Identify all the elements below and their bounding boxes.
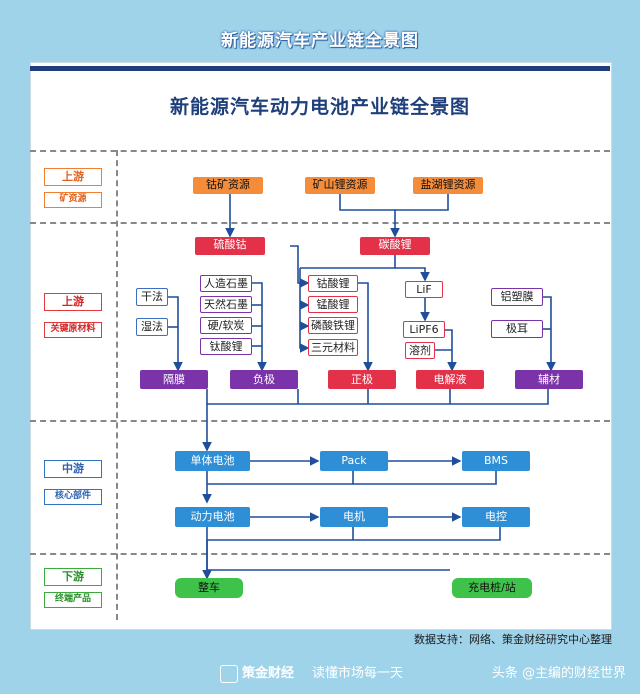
header-bar xyxy=(30,66,610,71)
node-solvent: 溶剂 xyxy=(405,342,435,359)
node-cathode: 正极 xyxy=(328,370,396,389)
divider-components xyxy=(30,553,610,555)
stage-sub-end-products: 终端产品 xyxy=(44,592,102,608)
divider-materials xyxy=(30,420,610,422)
footer-slogan: 读懂市场每一天 xyxy=(312,666,404,681)
footer-brand-text: 策金财经 xyxy=(242,666,295,681)
node-lithium-manganese-oxide: 锰酸锂 xyxy=(308,296,358,313)
node-power-battery: 动力电池 xyxy=(175,507,250,527)
stage-sub-mineral: 矿资源 xyxy=(44,192,102,208)
node-electrolyte: 电解液 xyxy=(416,370,484,389)
node-cobalt-sulfate: 硫酸钴 xyxy=(195,237,265,255)
footer-author: 头条 @主编的财经世界 xyxy=(491,666,626,681)
node-aluminum-plastic-film: 铝塑膜 xyxy=(491,288,543,306)
node-lithium-carbonate: 碳酸锂 xyxy=(360,237,430,255)
source-note: 数据支持：网络、策金财经研究中心整理 xyxy=(414,633,612,646)
footer-brand: 策金财经 xyxy=(220,662,294,683)
stage-label-upstream-2: 上游 xyxy=(44,293,102,311)
node-bms: BMS xyxy=(462,451,530,471)
node-anode: 负极 xyxy=(230,370,298,389)
node-natural-graphite: 天然石墨 xyxy=(200,296,252,313)
stage-sub-core-parts: 核心部件 xyxy=(44,489,102,505)
page-title: 新能源汽车产业链全景图 xyxy=(221,31,419,51)
node-auxiliary: 辅材 xyxy=(515,370,583,389)
brand-logo-icon xyxy=(220,664,238,683)
node-charging-station: 充电桩/站 xyxy=(452,578,532,598)
stage-label-midstream: 中游 xyxy=(44,460,102,478)
node-motor: 电机 xyxy=(320,507,388,527)
divider-resources xyxy=(30,222,610,224)
node-lithium-titanate-anode: 钛酸锂 xyxy=(200,338,252,355)
stage-label-upstream-1: 上游 xyxy=(44,168,102,186)
node-separator: 隔膜 xyxy=(140,370,208,389)
node-ternary-material: 三元材料 xyxy=(308,339,358,356)
diagram-title: 新能源汽车动力电池产业链全景图 xyxy=(169,96,470,118)
divider-vertical xyxy=(116,150,118,620)
node-salt-lake-lithium: 盐湖锂资源 xyxy=(413,177,483,194)
node-cobalt-resources: 钴矿资源 xyxy=(193,177,263,194)
node-hard-soft-carbon: 硬/软炭 xyxy=(200,317,252,334)
node-mine-lithium: 矿山锂资源 xyxy=(305,177,375,194)
node-lipf6: LiPF6 xyxy=(403,321,445,338)
node-artificial-graphite: 人造石墨 xyxy=(200,275,252,292)
stage-label-downstream: 下游 xyxy=(44,568,102,586)
node-lif: LiF xyxy=(405,281,443,298)
node-electronic-control: 电控 xyxy=(462,507,530,527)
node-dry-process: 干法 xyxy=(136,288,168,306)
node-vehicle: 整车 xyxy=(175,578,243,598)
node-tab: 极耳 xyxy=(491,320,543,338)
divider-top xyxy=(30,150,610,152)
node-battery-cell: 单体电池 xyxy=(175,451,250,471)
node-lithium-iron-phosphate: 磷酸铁锂 xyxy=(308,317,358,334)
node-lithium-cobalt-oxide: 钴酸锂 xyxy=(308,275,358,292)
stage-sub-raw-materials: 关键原材料 xyxy=(44,322,102,338)
node-pack: Pack xyxy=(320,451,388,471)
node-wet-process: 湿法 xyxy=(136,318,168,336)
